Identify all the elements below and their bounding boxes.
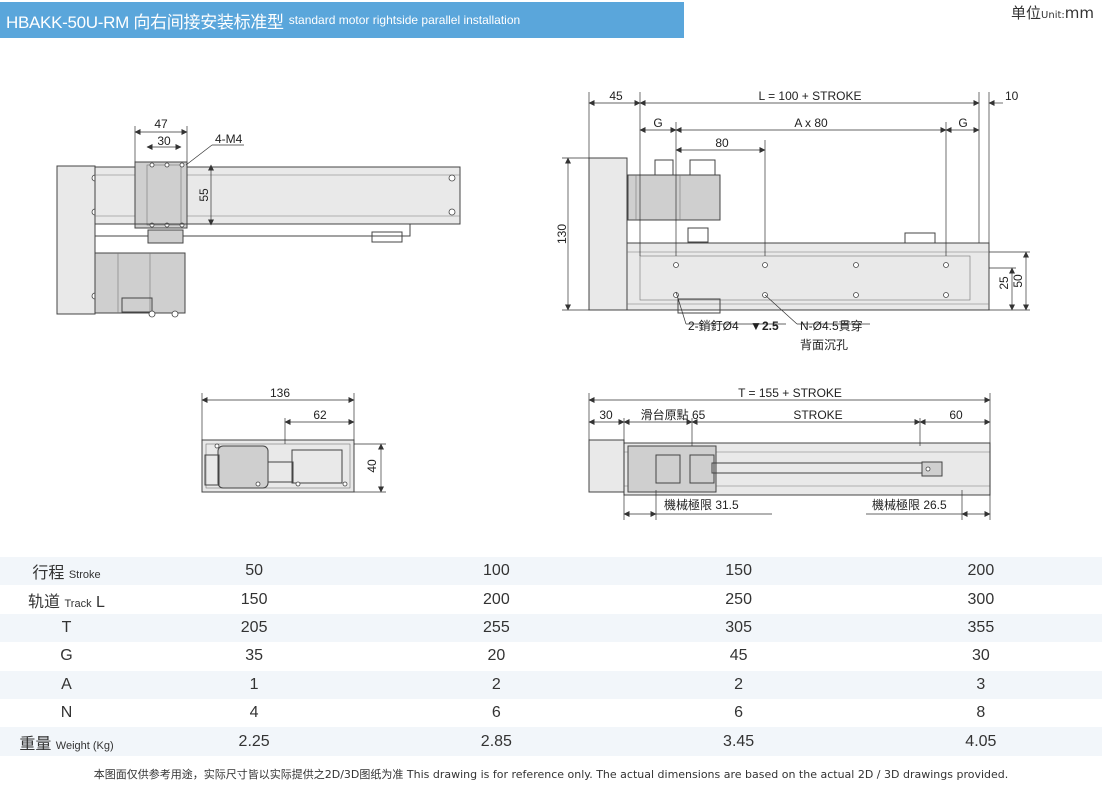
side-note-pin-depth: 2.5	[762, 319, 779, 333]
top-dim-30: 30	[157, 134, 171, 148]
row-label: N	[0, 698, 133, 728]
side-note-depth-icon: ▼	[750, 319, 762, 333]
top-dim-47: 47	[154, 117, 168, 131]
side-note-counterbore: 背面沉孔	[800, 338, 848, 352]
unit-cn: 单位	[1011, 4, 1042, 22]
table-cell: 45	[617, 642, 860, 671]
table-cell: 2	[617, 670, 860, 699]
table-cell: 205	[133, 613, 376, 643]
table-row-track: 轨道 Track L 150 200 250 300	[0, 585, 1102, 614]
table-cell: 150	[617, 557, 860, 586]
top-dim-55: 55	[197, 188, 211, 202]
side-note-pin: 2-銷釘Ø4	[688, 318, 739, 333]
table-cell: 30	[859, 642, 1102, 671]
table-cell: 100	[375, 557, 618, 586]
table-cell: 200	[859, 557, 1102, 586]
table-cell: 355	[859, 613, 1102, 643]
table-cell: 3	[859, 670, 1102, 699]
table-cell: 150	[133, 585, 376, 614]
page-subtitle: standard motor rightside parallel instal…	[288, 13, 521, 27]
table-row-t: T 205 255 305 355	[0, 613, 1102, 643]
disclaimer-footer: 本图面仅供参考用途，实际尺寸皆以实际提供之2D/3D图纸为准 This draw…	[93, 768, 1009, 781]
table-cell: 3.45	[617, 727, 860, 756]
spec-table: 行程 Stroke 50 100 150 200 轨道 Track L 150 …	[0, 557, 1102, 756]
side-dim-length: L = 100 + STROKE	[759, 89, 862, 103]
table-cell: 20	[375, 642, 618, 671]
row-label: 轨道 Track L	[0, 585, 133, 614]
table-row-a: A 1 2 2 3	[0, 670, 1102, 699]
side-dim-25: 25	[997, 276, 1011, 290]
table-cell: 4.05	[859, 727, 1102, 756]
bottom-dim-30: 30	[599, 408, 613, 422]
table-cell: 255	[375, 613, 618, 643]
unit-value: mm	[1064, 4, 1094, 22]
table-cell: 6	[617, 698, 860, 728]
row-label: 行程 Stroke	[0, 557, 133, 586]
table-cell: 4	[133, 698, 376, 728]
table-cell: 8	[859, 698, 1102, 728]
table-row-g: G 35 20 45 30	[0, 642, 1102, 671]
bottom-view: T = 155 + STROKE 30 滑台原點 65 STROKE 60 機械…	[588, 386, 991, 520]
header-bar: HBAKK-50U-RM 向右间接安装标准型 standard motor ri…	[0, 2, 684, 38]
table-cell: 250	[617, 585, 860, 614]
side-dim-g-left: G	[653, 116, 662, 130]
end-dim-40: 40	[365, 459, 379, 473]
end-dim-136: 136	[270, 386, 290, 400]
table-cell: 35	[133, 642, 376, 671]
side-view: 45 L = 100 + STROKE 10 G A x 80 G 80 130…	[555, 89, 1030, 352]
end-view: 136 62 40	[201, 386, 386, 493]
side-dim-10: 10	[1005, 89, 1019, 103]
table-cell: 305	[617, 613, 860, 643]
table-cell: 2.25	[133, 727, 376, 756]
table-row-n: N 4 6 6 8	[0, 698, 1102, 728]
row-label: T	[0, 613, 133, 643]
top-view: 47 30 4-M4 55	[56, 117, 461, 318]
table-cell: 1	[133, 670, 376, 699]
unit-en: Unit:	[1041, 10, 1065, 21]
bottom-dim-origin: 滑台原點 65	[641, 407, 706, 422]
row-label: A	[0, 670, 133, 699]
row-label: 重量 Weight (Kg)	[0, 727, 133, 756]
table-cell: 300	[859, 585, 1102, 614]
technical-drawing: 47 30 4-M4 55	[56, 89, 1030, 520]
side-dim-ax80: A x 80	[794, 116, 828, 130]
side-dim-g-right: G	[958, 116, 967, 130]
side-dim-80: 80	[715, 136, 729, 150]
side-dim-130: 130	[555, 224, 569, 244]
table-cell: 2	[375, 670, 618, 699]
table-row-weight: 重量 Weight (Kg) 2.25 2.85 3.45 4.05	[0, 727, 1102, 756]
bottom-limit-left: 機械極限 31.5	[664, 497, 739, 512]
unit-label: 单位Unit:mm	[1011, 2, 1094, 23]
bottom-dim-60: 60	[949, 408, 963, 422]
side-dim-45: 45	[609, 89, 623, 103]
bottom-dim-total: T = 155 + STROKE	[738, 386, 842, 400]
top-note-holes: 4-M4	[215, 132, 243, 146]
bottom-dim-stroke: STROKE	[793, 408, 842, 422]
row-label: G	[0, 642, 133, 671]
bottom-limit-right: 機械極限 26.5	[872, 497, 947, 512]
page-title: HBAKK-50U-RM 向右间接安装标准型	[6, 12, 284, 32]
table-cell: 6	[375, 698, 618, 728]
table-cell: 2.85	[375, 727, 618, 756]
table-row-stroke: 行程 Stroke 50 100 150 200	[0, 557, 1102, 586]
end-dim-62: 62	[313, 408, 327, 422]
table-cell: 200	[375, 585, 618, 614]
table-cell: 50	[133, 557, 376, 586]
side-note-holes: N-Ø4.5貫穿	[800, 318, 863, 333]
side-dim-50: 50	[1011, 274, 1025, 288]
